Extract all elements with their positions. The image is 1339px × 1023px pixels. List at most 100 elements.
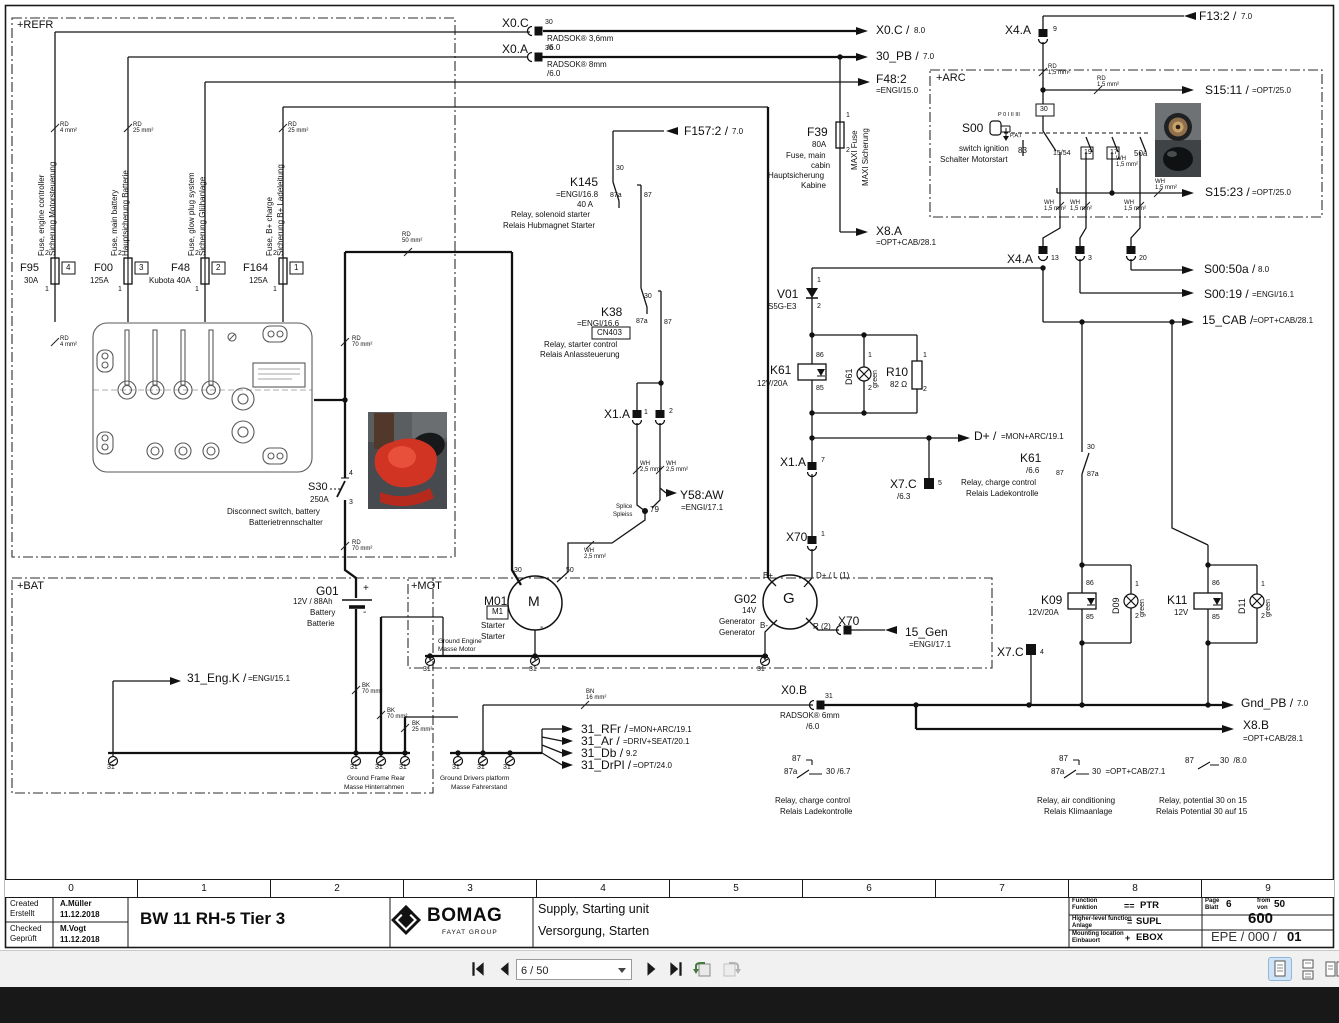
bomag-logo [391,905,421,935]
sheet-number: 600 [1248,910,1274,927]
next-page-button[interactable] [642,960,662,980]
prev-page-icon [500,962,509,976]
viewer-toolbar [0,950,1339,988]
page-number-box[interactable] [516,959,632,980]
ground-stems [112,656,766,757]
two-page-view-button[interactable] [1324,957,1339,981]
junction-dots [342,54,1211,756]
fuse-symbols [50,121,845,285]
mount-sign: + [1125,933,1131,943]
s30-switch-symbol [330,477,349,498]
refr-box [11,17,456,558]
from-label: from [1257,898,1271,904]
single-page-view-button[interactable] [1268,957,1292,981]
machine-model: BW 11 RH-5 Tier 3 [140,909,286,928]
terminal-block-drawing [92,322,313,473]
drawing-code: EPE / 000 / [1211,929,1277,944]
ruler-col-9: 9 [1265,883,1271,894]
checked-by: M.Vogt [60,924,87,933]
next-view-icon [723,962,741,977]
created-by: A.Müller [60,899,92,908]
bat-box [11,577,434,794]
ignition-lock-photo [1155,103,1201,177]
last-page-button[interactable] [666,960,686,980]
v01-diode-symbol [806,288,818,299]
scrolling-view-button[interactable] [1296,957,1320,981]
next-view-button[interactable] [720,960,742,980]
ruler-col-2: 2 [271,880,404,897]
checked-label-de: Geprüft [10,934,37,943]
sheet-title-de: Versorgung, Starten [538,924,650,938]
lamp-symbols [856,366,1265,609]
previous-view-button[interactable] [692,960,714,980]
sheet-title-en: Supply, Starting unit [538,902,649,916]
ruler-col-1: 1 [138,880,271,897]
location-boxes [11,17,1323,794]
page-label: Page [1205,898,1220,904]
checked-label: Checked [10,924,42,933]
coil-diodes [817,369,1221,606]
ruler-col-0: 0 [5,880,138,897]
wire-gauge-ticks [50,67,1163,733]
ruler-col-8: 8 [1069,880,1202,897]
brand-name: BOMAG [427,905,503,926]
page-number-input[interactable] [519,961,617,980]
arc-box [929,69,1323,218]
ruler-col-7: 7 [936,880,1069,897]
mount-label: Mounting location [1072,931,1124,937]
created-date: 11.12.2018 [60,910,100,919]
function-value: PTR [1140,900,1159,911]
contact-reference-glyphs [796,759,1219,779]
higher-value: SUPL [1136,916,1162,927]
function-label-de: Funktion [1072,905,1098,911]
created-label: Created [10,899,39,908]
ruler-col-6: 6 [803,880,936,897]
net-arrows [170,12,1234,769]
last-page-icon [670,962,682,976]
terminal-boxes [61,103,1120,620]
previous-page-button[interactable] [494,960,514,980]
next-page-icon [647,962,656,976]
page-number: 6 [1226,899,1232,910]
coil-symbols [797,360,1223,610]
page-dropdown-caret[interactable] [618,968,626,973]
mot-box [407,577,993,669]
function-sign: == [1124,901,1135,911]
higher-label: Higher-level function [1072,916,1132,922]
mount-label-de: Einbauort [1072,938,1100,944]
brand-group: FAYAT GROUP [442,929,498,936]
signal-wires [54,15,1258,766]
g02-generator-symbol [762,574,818,630]
drawing-frame [4,4,1335,949]
connector-symbols [526,25,1137,711]
page-total: 50 [1274,899,1286,910]
first-page-button[interactable] [468,960,488,980]
from-label-de: von [1257,905,1268,911]
drawing-code-suffix: 01 [1287,929,1302,944]
ground-symbols [107,655,771,767]
power-wires [108,29,1222,755]
first-page-icon [472,962,484,976]
m01-motor-symbol [507,575,563,631]
ruler-col-4: 4 [537,880,670,897]
fuse-links [54,122,841,284]
higher-label-de: Anlage [1072,923,1093,929]
higher-sign: = [1127,917,1133,927]
page-label-de: Blatt [1205,905,1219,911]
bottom-bar [0,987,1339,1023]
ruler-col-3: 3 [404,880,537,897]
battery-terminal-photo [368,412,447,509]
s00-key-symbol [989,120,1150,141]
created-label-de: Erstellt [10,909,35,918]
two-page-view-icon [1325,961,1339,977]
function-label: Function [1072,898,1098,904]
checked-date: 11.12.2018 [60,935,100,944]
titleblock-grid [5,898,1334,947]
ruler-col-5: 5 [670,880,803,897]
prev-view-icon [693,962,711,977]
mount-value: EBOX [1136,932,1163,943]
scrolling-view-icon [1302,959,1314,980]
